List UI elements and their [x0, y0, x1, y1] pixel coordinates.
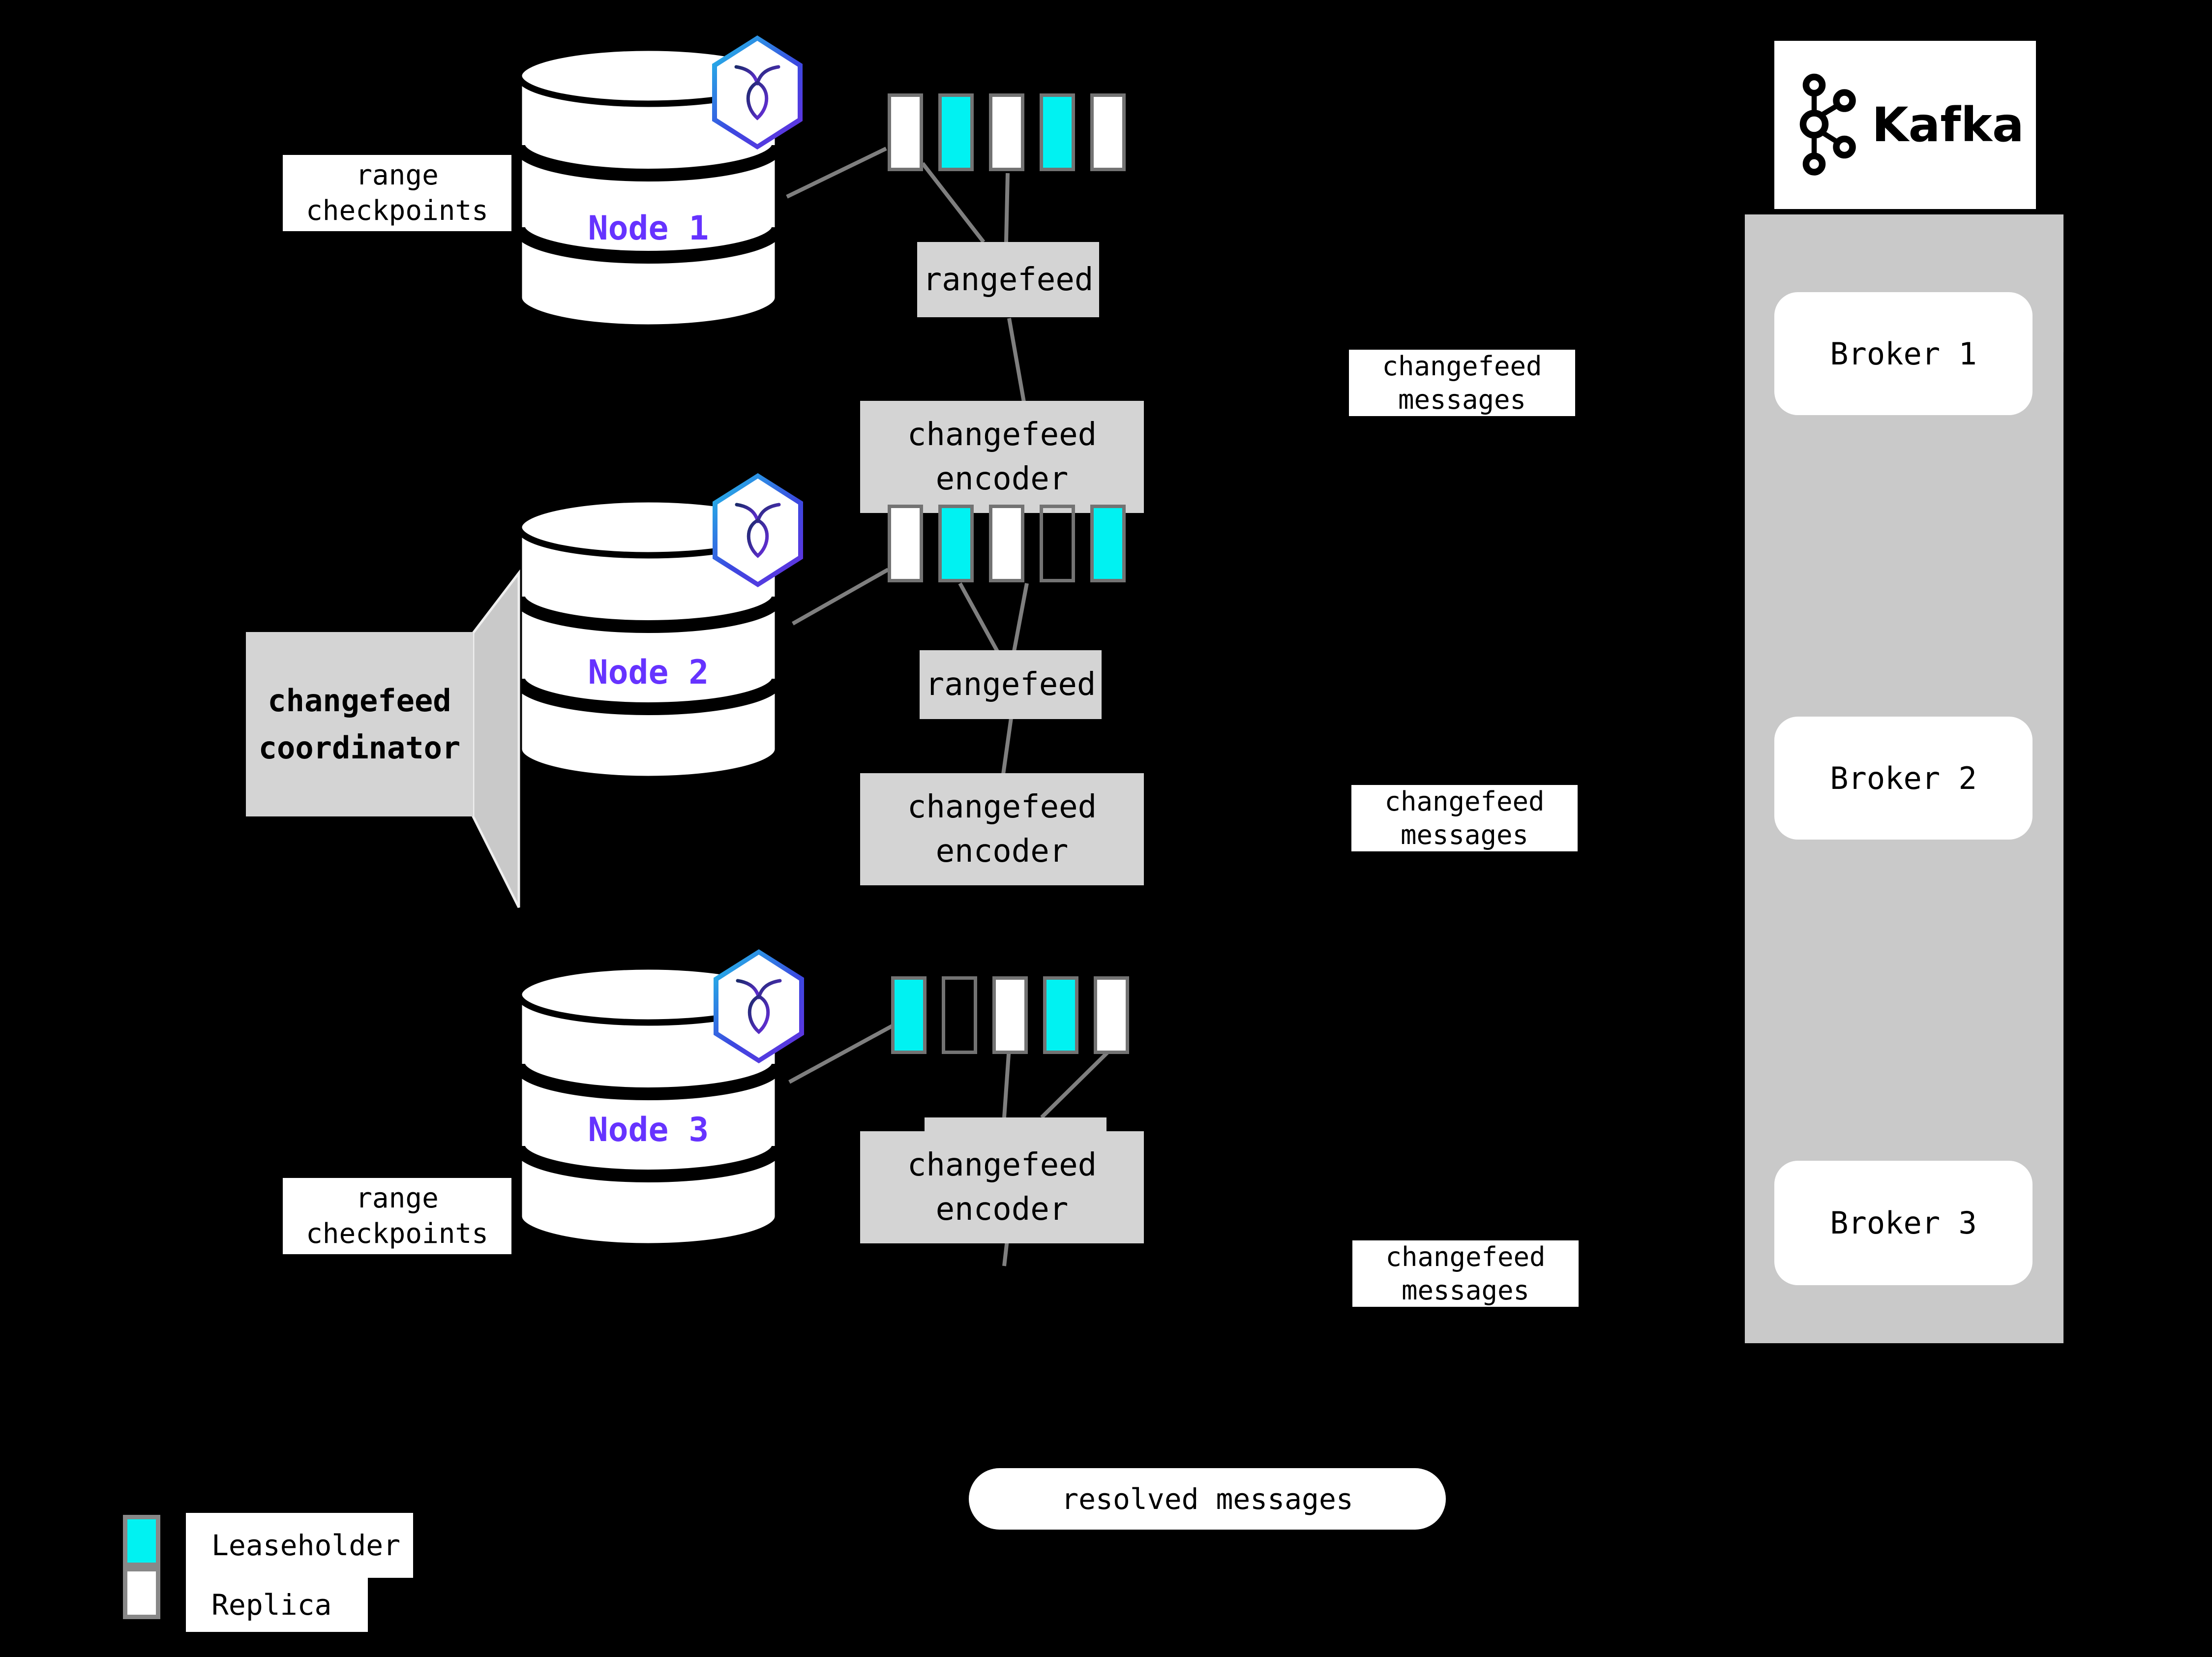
node-1-label: Node 1 [588, 209, 709, 248]
legend-replica-label: Replica [186, 1578, 368, 1632]
kafka-icon [1799, 73, 1856, 176]
range-rect-leaseholder [1043, 976, 1078, 1054]
rangefeed-box-node-1: rangefeed [917, 242, 1099, 317]
node-2-label: Node 2 [588, 653, 709, 692]
database-cylinder [515, 44, 782, 329]
range-rect-leaseholder [938, 505, 974, 582]
range-rect-empty [942, 976, 977, 1054]
legend-leaseholder-label: Leaseholder [186, 1513, 413, 1578]
legend-leaseholder-swatch [123, 1515, 160, 1567]
encoder-box-node-1: changefeed encoder [860, 401, 1144, 513]
range-checkpoints-label-top: range checkpoints [283, 155, 511, 231]
broker-2: Broker 2 [1774, 717, 2033, 840]
range-checkpoints-label-bottom: range checkpoints [283, 1178, 511, 1254]
rangefeed-box-node-2: rangefeed [920, 650, 1102, 719]
range-rect-leaseholder [1040, 93, 1075, 171]
range-rect-leaseholder [938, 93, 974, 171]
changefeed-messages-label: changefeed messages [1352, 1240, 1579, 1307]
kafka-wordmark: Kafka [1872, 97, 2024, 152]
node-3-label: Node 3 [588, 1111, 709, 1149]
range-rect-replica [1094, 976, 1129, 1054]
range-row-node-1 [888, 93, 1126, 171]
encoder-box-node-3: changefeed encoder [860, 1131, 1144, 1243]
range-rect-replica [888, 93, 923, 171]
range-rect-leaseholder [1090, 505, 1126, 582]
range-row-node-2 [888, 505, 1126, 582]
range-rect-replica [992, 976, 1028, 1054]
database-cylinder [515, 963, 782, 1247]
coordinator-pointer [472, 569, 520, 908]
range-rect-leaseholder [891, 976, 927, 1054]
range-rect-replica [989, 505, 1024, 582]
broker-3: Broker 3 [1774, 1161, 2033, 1285]
range-rect-replica [888, 505, 923, 582]
changefeed-messages-label: changefeed messages [1351, 785, 1578, 851]
changefeed-messages-label: changefeed messages [1349, 350, 1575, 416]
range-rect-replica [1090, 93, 1126, 171]
kafka-logo-box: Kafka [1774, 41, 2036, 209]
encoder-box-node-2: changefeed encoder [860, 773, 1144, 885]
range-row-node-3 [891, 976, 1129, 1054]
legend-replica-swatch [123, 1567, 160, 1619]
changefeed-coordinator-box: changefeed coordinator [246, 632, 473, 816]
resolved-messages-pill: resolved messages [969, 1468, 1446, 1530]
range-rect-empty [1040, 505, 1075, 582]
broker-1: Broker 1 [1774, 292, 2033, 415]
range-rect-replica [989, 93, 1024, 171]
